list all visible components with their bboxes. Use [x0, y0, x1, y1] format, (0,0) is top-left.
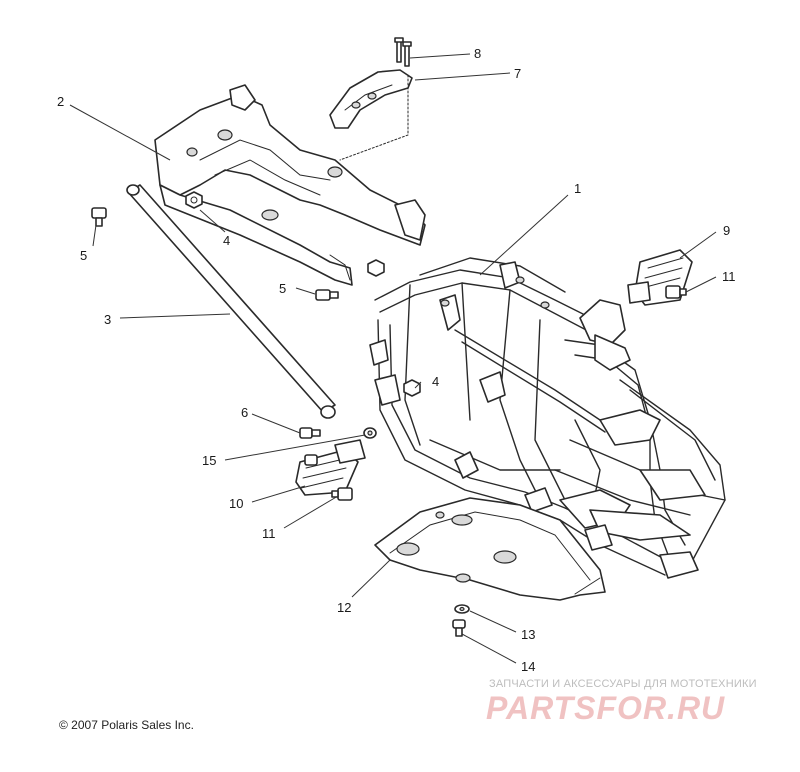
callout-6: 6: [241, 405, 248, 420]
leader-lines: [69, 53, 717, 664]
callout-10: 10: [229, 496, 243, 511]
rear-subframe: [154, 84, 426, 286]
callout-4-upper: 4: [223, 233, 230, 248]
fasteners: [91, 191, 687, 637]
callout-13: 13: [521, 627, 535, 642]
callout-9: 9: [723, 223, 730, 238]
callout-15: 15: [202, 453, 216, 468]
callout-1: 1: [574, 181, 581, 196]
upper-bracket: [329, 69, 413, 129]
callout-labels: 1 2 3 4 4 5 5 6 7 8 9 10 11 11 12 13 14 …: [57, 46, 736, 674]
callout-12: 12: [337, 600, 351, 615]
callout-11-right: 11: [722, 269, 736, 284]
copyright-text: © 2007 Polaris Sales Inc.: [59, 718, 194, 732]
footrest-left: [295, 439, 366, 496]
skid-plate: [374, 497, 606, 601]
footrest-right: [627, 249, 693, 306]
watermark-subtitle: ЗАПЧАСТИ И АКСЕССУАРЫ ДЛЯ МОТОТЕХНИКИ: [489, 678, 757, 690]
callout-5-left: 5: [80, 248, 87, 263]
watermark-logo: PARTSFOR.RU: [486, 690, 726, 726]
strut-rod: [126, 184, 336, 419]
callout-11-left: 11: [262, 526, 276, 541]
callout-3: 3: [104, 312, 111, 327]
callout-8: 8: [474, 46, 481, 61]
callout-4-lower: 4: [432, 374, 439, 389]
bolt-pair: [394, 37, 412, 67]
callout-2: 2: [57, 94, 64, 109]
main-frame: [369, 257, 726, 579]
callout-5-middle: 5: [279, 281, 286, 296]
callout-7: 7: [514, 66, 521, 81]
callout-14: 14: [521, 659, 535, 674]
